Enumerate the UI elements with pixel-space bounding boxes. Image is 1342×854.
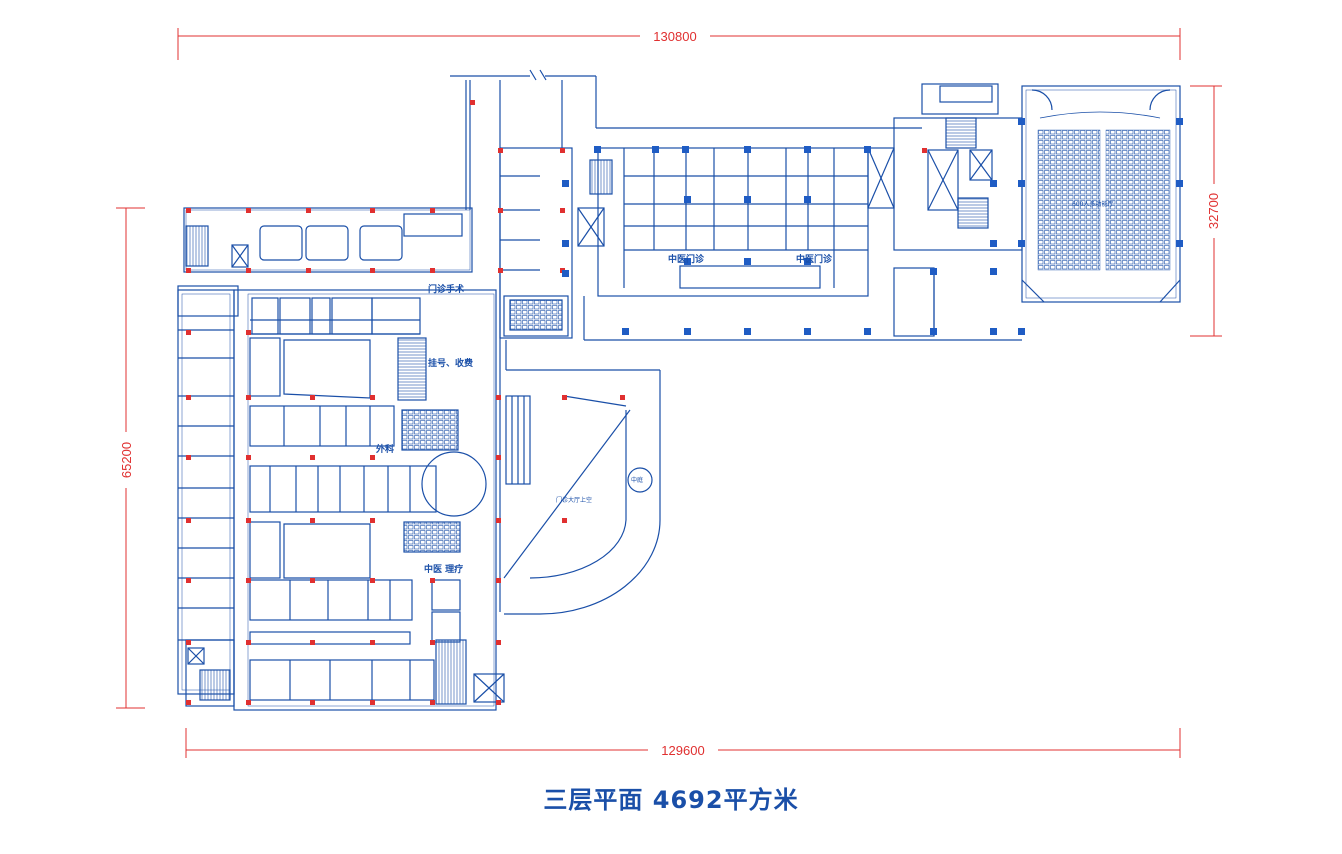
- dimension-bottom-label: 129600: [661, 743, 704, 758]
- label-theater: 600人多功能厅: [1072, 200, 1113, 208]
- structural-columns-blue: [562, 118, 1183, 335]
- structural-columns: [186, 100, 927, 705]
- dimension-left-label: 65200: [119, 442, 134, 478]
- dimension-right-label: 32700: [1206, 193, 1221, 229]
- label-surgery: 外科: [375, 443, 394, 455]
- label-outpatient-surgery: 门诊手术: [428, 283, 464, 295]
- label-clinic-2: 中医门诊: [796, 253, 833, 265]
- label-atrium: 中庭: [631, 476, 643, 484]
- label-clinic-1: 中医门诊: [668, 253, 705, 265]
- label-registration: 挂号、收费: [428, 357, 473, 369]
- dimension-top: 130800: [177, 27, 1181, 60]
- dimension-left: 65200: [116, 207, 145, 709]
- west-wing: [177, 207, 505, 711]
- dimension-bottom: 129600: [185, 728, 1181, 759]
- east-block: [893, 83, 1181, 303]
- dimension-top-label: 130800: [653, 29, 696, 44]
- central-spine: [421, 69, 922, 615]
- middle-clinics: [583, 147, 1022, 341]
- plan-caption: 三层平面 4692平方米: [543, 786, 799, 814]
- label-hall-upper: 门诊大厅上空: [556, 496, 592, 504]
- label-chinese-medicine: 中医 理疗: [424, 563, 463, 575]
- dimension-right: 32700: [1190, 85, 1223, 337]
